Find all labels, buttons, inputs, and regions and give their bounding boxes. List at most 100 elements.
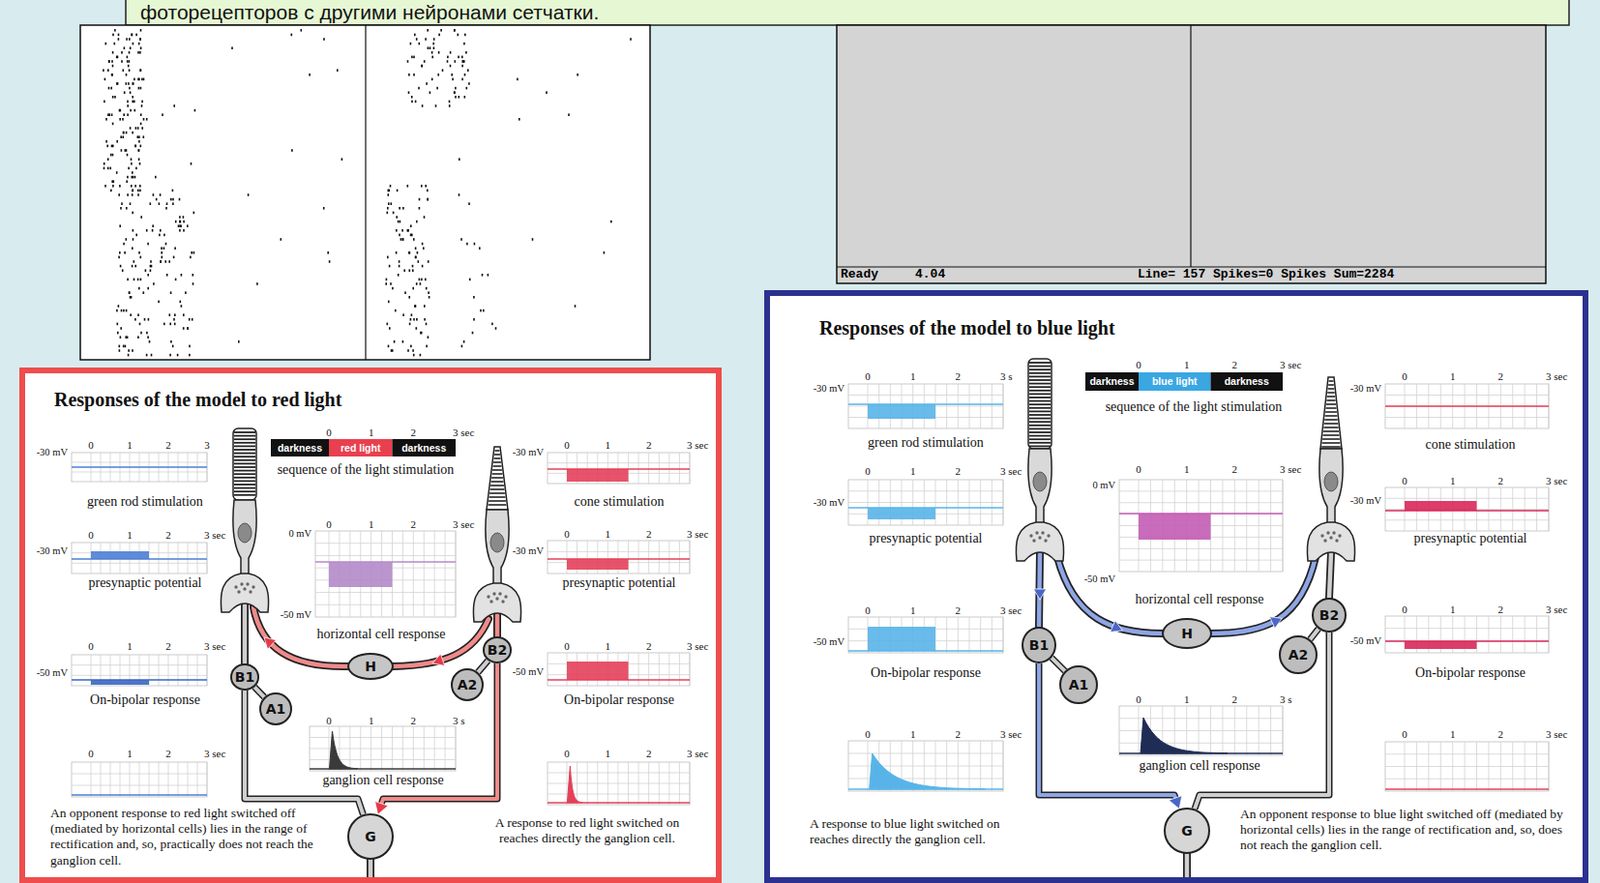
grid-line — [455, 531, 457, 618]
baseline — [547, 558, 690, 561]
spike-dot — [397, 220, 400, 224]
spike-dot — [420, 64, 423, 68]
spike-dot — [461, 56, 464, 60]
spike-dot — [410, 224, 413, 228]
spike-dot — [414, 33, 416, 37]
spike-dot — [387, 189, 390, 193]
title-banner — [125, 0, 1570, 26]
grid-line — [129, 762, 131, 798]
tick-label: 1 — [605, 640, 612, 653]
spike-dot — [140, 113, 143, 117]
grid-line — [991, 617, 993, 653]
synaptic-vesicle — [1037, 535, 1041, 539]
spike-dot — [131, 33, 134, 37]
spike-dot — [131, 100, 134, 104]
spike-dot — [152, 193, 155, 197]
disc — [1325, 414, 1338, 417]
synaptic-vesicle — [1326, 531, 1330, 534]
spike-dot — [128, 291, 131, 295]
spike-dot — [428, 296, 431, 299]
spike-dot — [122, 68, 125, 72]
grid-line — [1385, 416, 1549, 418]
cell-body — [1319, 448, 1343, 527]
spike-dot — [119, 109, 122, 113]
spike-dot — [118, 349, 121, 353]
spike-dot — [118, 193, 120, 197]
disc — [1029, 424, 1051, 427]
spike-dot — [137, 193, 140, 197]
spike-dot — [435, 104, 438, 108]
spike-dot — [414, 304, 417, 308]
connector-fill — [254, 686, 265, 697]
spike-dot — [414, 256, 417, 260]
spike-dot — [118, 224, 121, 228]
spike-dot — [491, 323, 494, 326]
spike-dot — [417, 87, 420, 90]
spike-dot — [147, 287, 149, 291]
grid-line — [1487, 616, 1489, 653]
grid-line — [1385, 406, 1549, 408]
chart-grid — [547, 652, 690, 686]
spike-dot — [407, 59, 410, 63]
spike-dot — [423, 215, 426, 219]
spike-dot — [135, 145, 138, 149]
spike-dot — [138, 251, 141, 255]
grid-line — [848, 753, 1004, 755]
grid-line — [1524, 616, 1526, 653]
rod-cell — [220, 428, 268, 613]
grid-line — [1119, 502, 1283, 504]
spike-dot — [545, 90, 548, 94]
spike-dot — [392, 211, 395, 215]
spike-dot — [128, 51, 131, 55]
grid-line — [547, 462, 690, 464]
disc — [492, 473, 504, 475]
spike-dot — [112, 33, 115, 37]
spike-dot — [186, 224, 189, 228]
neuron-cell: B2 — [482, 636, 512, 664]
synaptic-vesicle — [237, 590, 240, 593]
response-trace — [328, 562, 393, 588]
spike-dot — [126, 59, 129, 63]
chart-grid — [547, 452, 690, 484]
spike-dot — [103, 100, 106, 104]
spike-dot — [124, 335, 127, 339]
process-fill — [495, 615, 501, 637]
spike-dot — [403, 268, 406, 272]
disc — [1029, 379, 1051, 382]
synaptic-vesicle — [1032, 538, 1036, 542]
chart-caption: presynaptic potential — [562, 575, 676, 592]
baseline — [71, 679, 208, 682]
grid-line — [187, 654, 189, 686]
disc — [234, 462, 256, 465]
spike-dot — [140, 68, 143, 72]
disc — [1328, 384, 1334, 386]
tick-label: 2 — [165, 640, 172, 653]
spike-dot — [468, 202, 471, 206]
grid-line — [71, 562, 208, 564]
grid-line — [1119, 490, 1283, 492]
response-trace — [328, 731, 357, 770]
synaptic-vesicle — [503, 594, 507, 598]
connector — [1038, 663, 1183, 809]
cone-cell — [1306, 377, 1355, 562]
spike-dot — [140, 46, 143, 50]
spike-dot — [516, 78, 519, 82]
spike-dot — [134, 184, 137, 188]
grid-line — [100, 762, 102, 798]
spike-dot — [182, 215, 185, 219]
spike-dot — [426, 198, 429, 202]
spike-dot — [125, 309, 128, 313]
spike-dot — [108, 59, 111, 63]
spike-dot — [103, 162, 106, 166]
spike-dot — [118, 118, 121, 121]
disc — [1329, 380, 1334, 383]
spike-dot — [138, 287, 141, 291]
spike-dot — [436, 87, 439, 90]
spike-dot — [150, 354, 153, 357]
disc — [491, 476, 504, 479]
disc — [1029, 414, 1051, 416]
spike-dot — [182, 326, 185, 330]
synaptic-vesicle — [1332, 531, 1335, 534]
process-outline — [1329, 553, 1332, 598]
cell-name: G — [364, 829, 377, 845]
